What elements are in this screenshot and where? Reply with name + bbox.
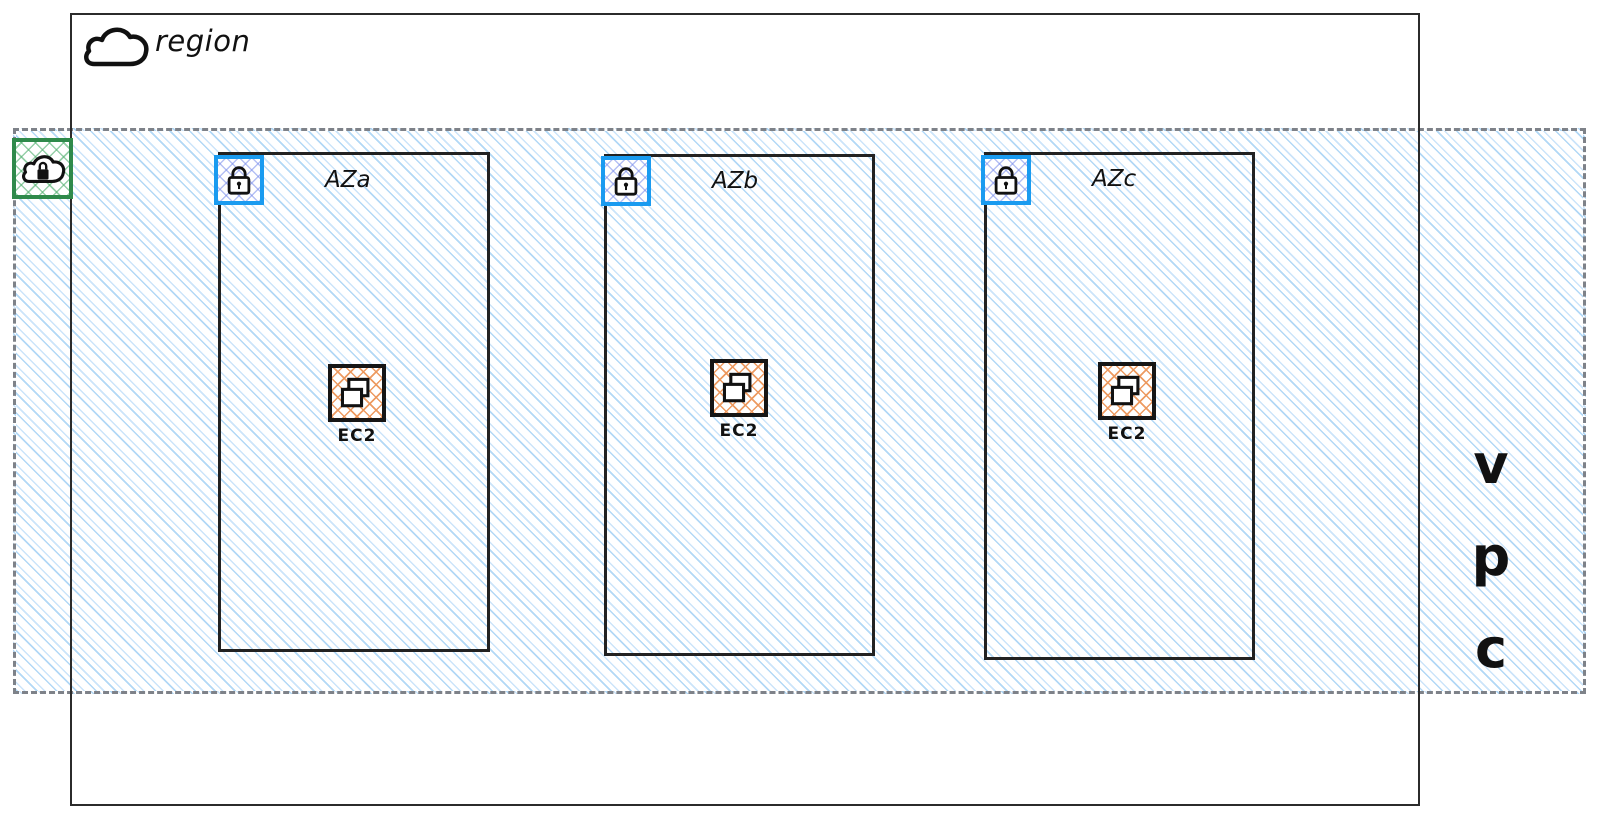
vpc-boundary: v p c xyxy=(13,128,1586,694)
cloud-icon xyxy=(82,20,152,70)
ec2-label: EC2 xyxy=(719,421,759,441)
lock-icon-aza xyxy=(214,155,264,205)
vpc-label: v p c xyxy=(1461,419,1521,695)
az-box-azc[interactable] xyxy=(984,152,1255,660)
vpc-label-letter-c: c xyxy=(1474,617,1507,680)
region-label: region xyxy=(155,24,251,58)
ec2-icon xyxy=(328,364,386,422)
az-label-azb: AZb xyxy=(712,168,759,194)
az-label-azc: AZc xyxy=(1092,166,1137,192)
region-left-edge xyxy=(70,13,72,806)
lock-icon-azc xyxy=(981,155,1031,205)
az-label-aza: AZa xyxy=(325,167,371,193)
region-right-edge xyxy=(1418,13,1420,806)
cloud-lock-icon xyxy=(12,138,73,199)
az-box-azb[interactable] xyxy=(604,154,875,656)
vpc-label-letter-p: p xyxy=(1471,525,1511,588)
ec2-label: EC2 xyxy=(1107,424,1147,444)
az-box-aza[interactable] xyxy=(218,152,490,652)
ec2-icon xyxy=(1098,362,1156,420)
lock-icon-azb xyxy=(601,156,651,206)
vpc-label-letter-v: v xyxy=(1473,433,1509,496)
ec2-icon xyxy=(710,359,768,417)
ec2-label: EC2 xyxy=(337,426,377,446)
